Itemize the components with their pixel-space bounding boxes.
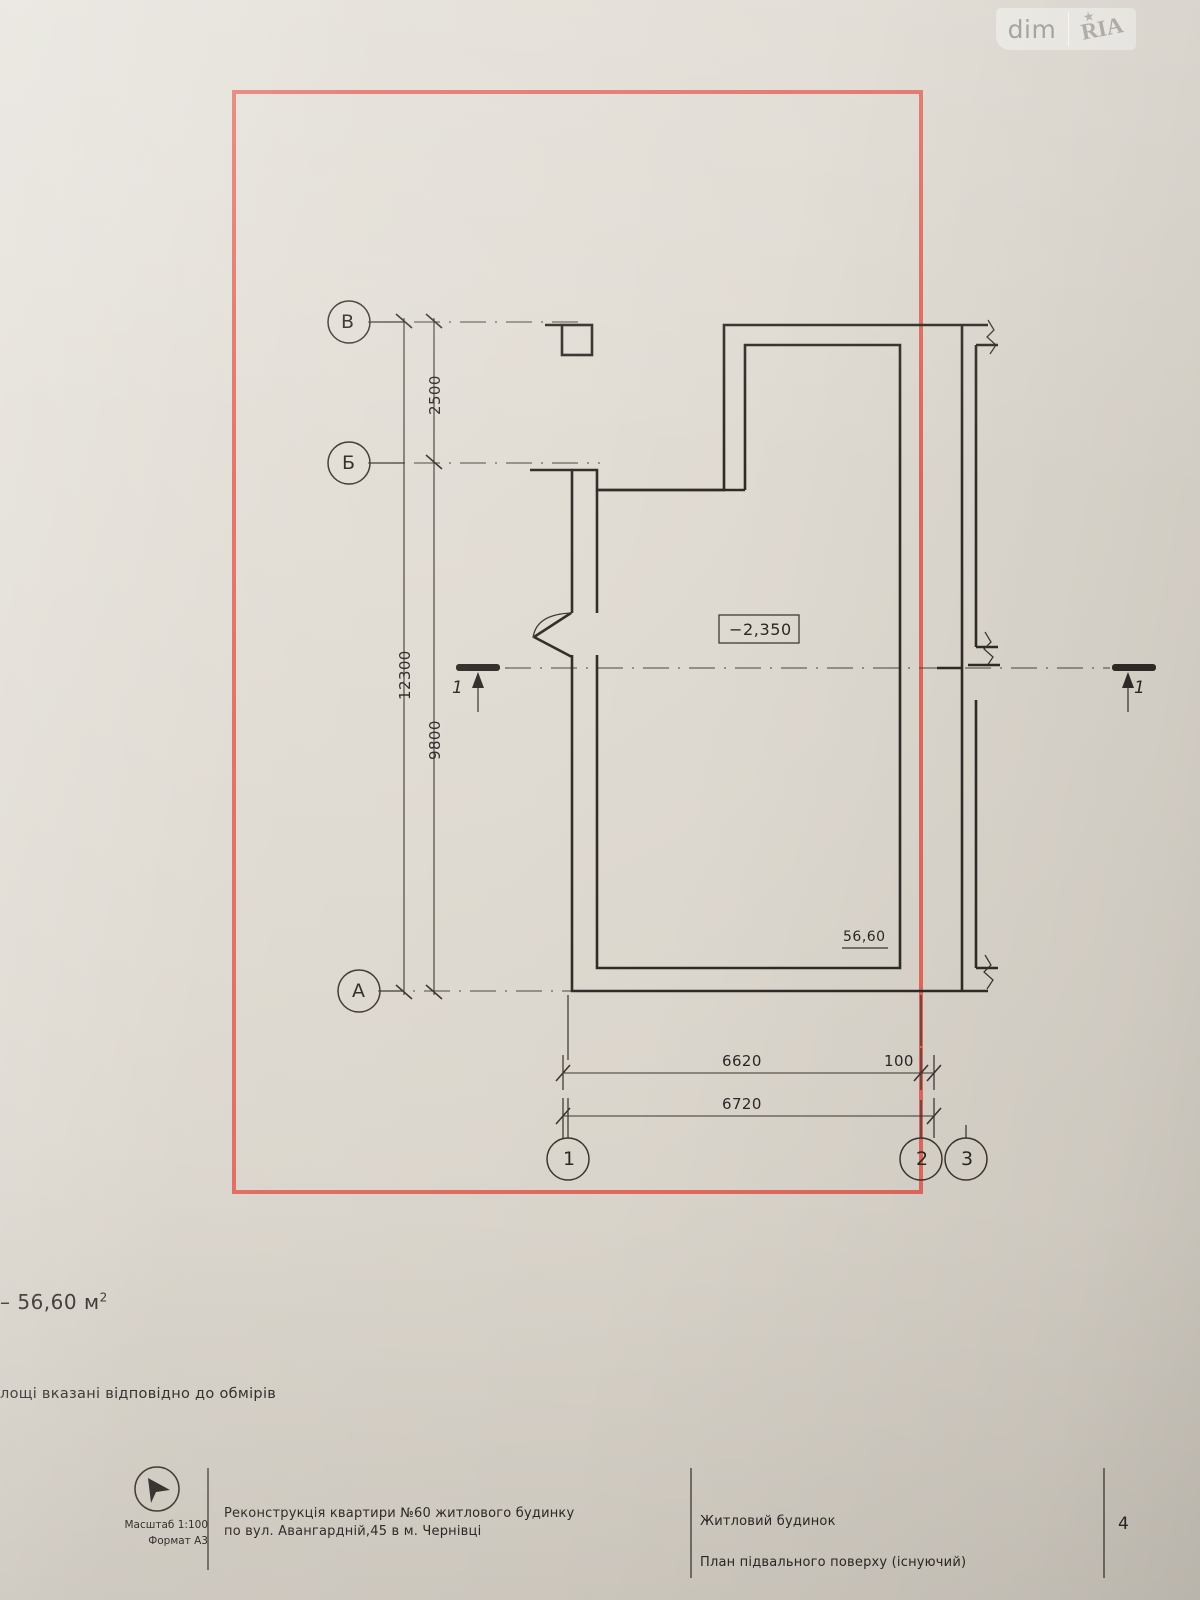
grid-label-1: 1 <box>563 1148 576 1170</box>
total-area-note: – 56,60 м2 <box>0 1290 108 1314</box>
elevation-mark-box <box>718 614 800 644</box>
scale-label-line1: Масштаб 1:100 <box>124 1519 209 1531</box>
dimension-6620: 6620 <box>722 1052 762 1070</box>
grid-axis-lines <box>368 321 1110 992</box>
measurement-note: лощі вказані відповідно до обмірів <box>0 1386 277 1402</box>
title-block-rules <box>207 1468 1105 1578</box>
dimension-extension-lines <box>567 995 922 1060</box>
grid-bubble-h-3 <box>944 1125 988 1181</box>
section-marker-right <box>1112 664 1156 712</box>
grid-bubble-h-2 <box>899 1100 943 1181</box>
total-area-text: – 56,60 м <box>0 1290 100 1314</box>
area-superscript: 2 <box>99 1290 108 1305</box>
building-outer-wall <box>530 323 962 993</box>
adjacent-section-walls <box>937 319 1000 993</box>
grid-bubble-v-Bb <box>327 441 404 485</box>
page-number: 4 <box>1118 1514 1129 1534</box>
door-swing-symbol <box>532 611 573 659</box>
dimension-12300: 12300 <box>396 650 414 700</box>
vertical-dimension-chain-12300 <box>395 313 413 1000</box>
grid-bubble-h-1 <box>546 1098 590 1181</box>
object-name: Житловий будинок <box>700 1514 836 1529</box>
red-crop-boundary <box>232 90 923 1194</box>
dimension-6720: 6720 <box>722 1095 762 1113</box>
section-marker-left <box>456 664 500 712</box>
grid-bubble-v-B <box>327 300 404 344</box>
section-label-left: 1 <box>452 678 463 698</box>
watermark-divider <box>1068 12 1069 46</box>
project-title-line2: по вул. Авангардній,45 в м. Чернівці <box>224 1524 482 1539</box>
watermark-ria-block: ★ RIA <box>1069 8 1136 50</box>
north-arrow-icon <box>134 1466 180 1512</box>
grid-label-2: 2 <box>916 1148 929 1170</box>
grid-label-3: 3 <box>961 1148 974 1170</box>
horizontal-dimension-chain-6620-100 <box>555 1048 942 1090</box>
section-label-right: 1 <box>1134 678 1145 698</box>
grid-label-Bb: Б <box>342 452 356 474</box>
grid-bubble-v-A <box>337 969 404 1013</box>
grid-label-A: А <box>352 980 365 1002</box>
sheet-name: План підвального поверху (існуючий) <box>700 1555 967 1570</box>
vertical-dimension-chain-9800-2500 <box>425 313 443 1000</box>
room-area-value: 56,60 <box>843 929 886 945</box>
scale-label-line2: Формат А3 <box>148 1535 208 1547</box>
project-title-line1: Реконструкція квартири №60 житлового буд… <box>224 1506 575 1521</box>
watermark-dim-text: dim <box>1007 14 1057 44</box>
dimension-2500: 2500 <box>426 375 444 415</box>
elevation-value: −2,350 <box>729 620 792 639</box>
grid-label-B: В <box>341 311 355 333</box>
dimension-100: 100 <box>884 1052 914 1070</box>
horizontal-dimension-chain-6720 <box>555 1098 942 1138</box>
dimension-9800: 9800 <box>426 720 444 760</box>
dim-ria-watermark: dim ★ RIA <box>996 8 1136 50</box>
